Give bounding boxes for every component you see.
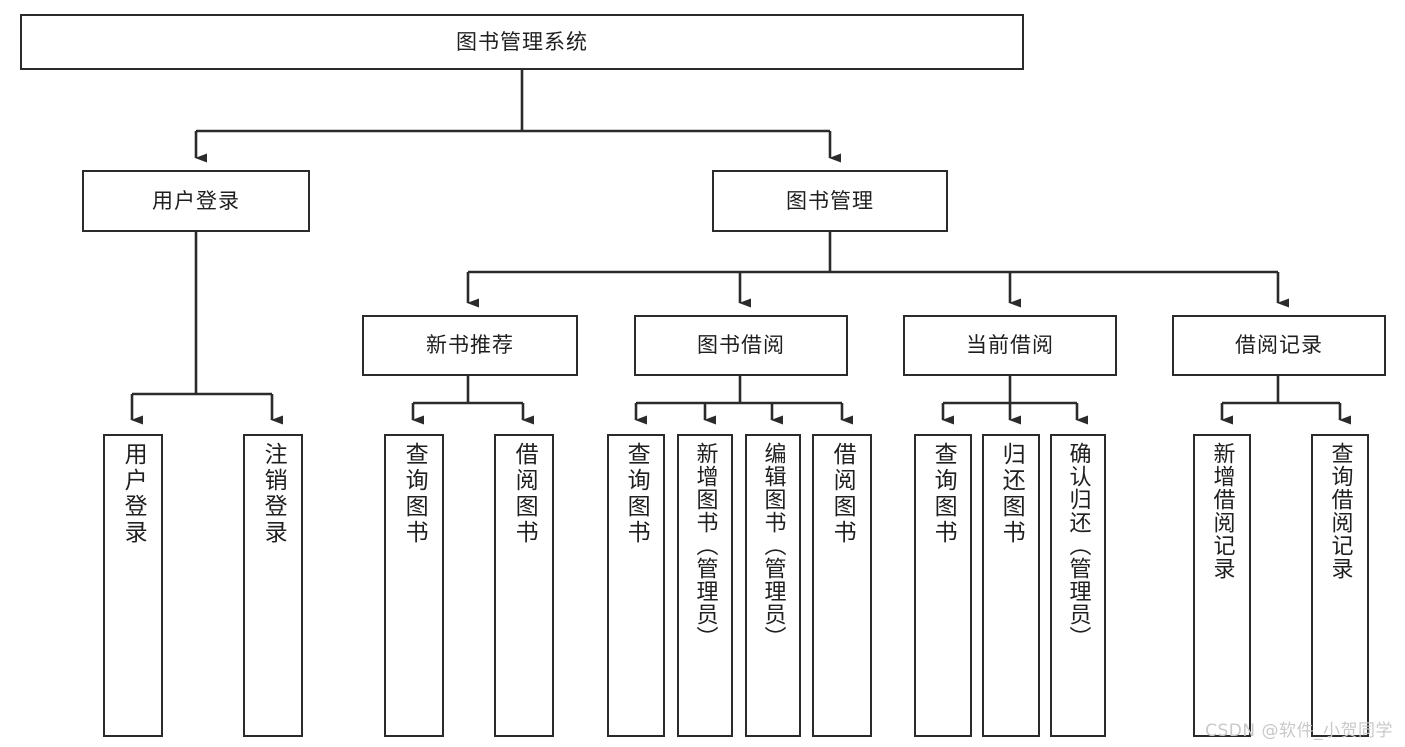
node-new-book-recommend[interactable]: 新书推荐: [362, 315, 578, 376]
leaf-query-borrow-record[interactable]: 查询借阅记录: [1311, 434, 1369, 737]
leaf-return-book[interactable]: 归还图书: [982, 434, 1040, 737]
node-book-management-label: 图书管理: [786, 188, 874, 213]
leaf-add-borrow-record-label: 新增借阅记录: [1209, 442, 1235, 580]
node-user-login[interactable]: 用户登录: [82, 170, 310, 232]
node-user-login-label: 用户登录: [152, 188, 240, 213]
leaf-recommend-borrow-book[interactable]: 借阅图书: [494, 434, 554, 737]
leaf-return-book-label: 归还图书: [998, 442, 1025, 546]
leaf-current-query-book[interactable]: 查询图书: [914, 434, 972, 737]
leaf-confirm-return-admin-label: 确认归还（管理员）: [1065, 442, 1091, 649]
leaf-edit-book-admin-label: 编辑图书（管理员）: [760, 442, 786, 649]
watermark: CSDN @软件_小贺同学: [1205, 721, 1393, 741]
leaf-query-borrow-record-label: 查询借阅记录: [1327, 442, 1353, 580]
leaf-recommend-borrow-book-label: 借阅图书: [511, 442, 538, 546]
node-root[interactable]: 图书管理系统: [20, 14, 1024, 70]
leaf-user-login[interactable]: 用户登录: [103, 434, 163, 737]
node-borrow-record[interactable]: 借阅记录: [1172, 315, 1386, 376]
leaf-add-book-admin-label: 新增图书（管理员）: [692, 442, 718, 649]
node-new-book-recommend-label: 新书推荐: [426, 333, 514, 358]
leaf-confirm-return-admin[interactable]: 确认归还（管理员）: [1050, 434, 1106, 737]
leaf-borrow-query-book-label: 查询图书: [623, 442, 650, 546]
leaf-edit-book-admin[interactable]: 编辑图书（管理员）: [745, 434, 801, 737]
leaf-current-query-book-label: 查询图书: [930, 442, 957, 546]
leaf-recommend-query-book[interactable]: 查询图书: [384, 434, 444, 737]
node-book-management[interactable]: 图书管理: [712, 170, 948, 232]
node-borrow-record-label: 借阅记录: [1235, 333, 1323, 358]
node-book-borrow[interactable]: 图书借阅: [634, 315, 848, 376]
leaf-logout[interactable]: 注销登录: [243, 434, 303, 737]
node-current-borrow-label: 当前借阅: [966, 333, 1054, 358]
leaf-borrow-borrow-book[interactable]: 借阅图书: [812, 434, 872, 737]
leaf-user-login-label: 用户登录: [120, 442, 147, 546]
leaf-add-book-admin[interactable]: 新增图书（管理员）: [677, 434, 733, 737]
node-root-label: 图书管理系统: [456, 29, 588, 54]
leaf-borrow-query-book[interactable]: 查询图书: [607, 434, 665, 737]
leaf-borrow-borrow-book-label: 借阅图书: [829, 442, 856, 546]
leaf-recommend-query-book-label: 查询图书: [401, 442, 428, 546]
node-current-borrow[interactable]: 当前借阅: [903, 315, 1117, 376]
leaf-logout-label: 注销登录: [260, 442, 287, 546]
leaf-add-borrow-record[interactable]: 新增借阅记录: [1193, 434, 1251, 737]
node-book-borrow-label: 图书借阅: [697, 333, 785, 358]
